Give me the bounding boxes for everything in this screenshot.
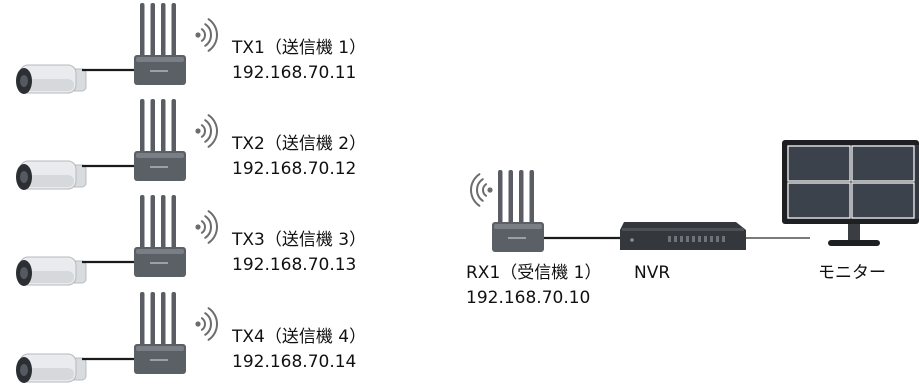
tx4-row [16, 292, 218, 383]
wifi-icon [195, 18, 218, 52]
wifi-icon [470, 173, 493, 207]
rx1-label: RX1（受信機 1） [466, 263, 602, 283]
camera-3-icon [16, 256, 87, 286]
antenna-icon [161, 99, 166, 155]
antenna-icon [140, 195, 145, 251]
tx4-ip: 192.168.70.14 [232, 352, 357, 372]
tx1-ip: 192.168.70.11 [232, 63, 357, 83]
rx1-unit [492, 170, 544, 252]
antenna-icon [140, 99, 145, 155]
antenna-icon [171, 292, 176, 348]
tx2-unit [134, 99, 186, 181]
tx2-label: TX2（送信機 2） [232, 134, 367, 154]
monitor-stand [848, 224, 860, 240]
nvr-icon [620, 222, 746, 250]
antenna-icon [140, 292, 145, 348]
tx1-unit [134, 3, 186, 85]
wifi-icon [195, 307, 218, 341]
nvr-label: NVR [634, 263, 671, 283]
antenna-icon [529, 170, 534, 226]
antenna-icon [171, 3, 176, 59]
antenna-icon [150, 3, 155, 59]
tx1-row [16, 3, 218, 94]
camera-1-icon [16, 64, 87, 94]
antenna-icon [161, 195, 166, 251]
antenna-icon [519, 170, 524, 226]
tx2-row [16, 99, 218, 190]
camera-4-icon [16, 353, 87, 383]
tx3-row [16, 195, 218, 286]
tx4-label: TX4（送信機 4） [232, 327, 367, 347]
monitor-base [828, 240, 880, 246]
rx1-ip: 192.168.70.10 [466, 288, 591, 308]
tx4-unit [134, 292, 186, 374]
tx2-ip: 192.168.70.12 [232, 159, 357, 179]
antenna-icon [161, 292, 166, 348]
tx3-unit [134, 195, 186, 277]
antenna-icon [140, 3, 145, 59]
tx3-label: TX3（送信機 3） [232, 230, 367, 250]
wifi-icon [195, 114, 218, 148]
camera-2-icon [16, 160, 87, 190]
monitor-label: モニター [818, 263, 886, 283]
antenna-icon [498, 170, 503, 226]
antenna-icon [171, 195, 176, 251]
antenna-icon [508, 170, 513, 226]
tx1-label: TX1（送信機 1） [232, 38, 367, 58]
antenna-icon [150, 99, 155, 155]
antenna-icon [161, 3, 166, 59]
wifi-icon [195, 210, 218, 244]
monitor-icon [782, 140, 919, 246]
antenna-icon [150, 292, 155, 348]
antenna-icon [150, 195, 155, 251]
rx1-group [470, 170, 622, 252]
tx3-ip: 192.168.70.13 [232, 255, 357, 275]
antenna-icon [171, 99, 176, 155]
